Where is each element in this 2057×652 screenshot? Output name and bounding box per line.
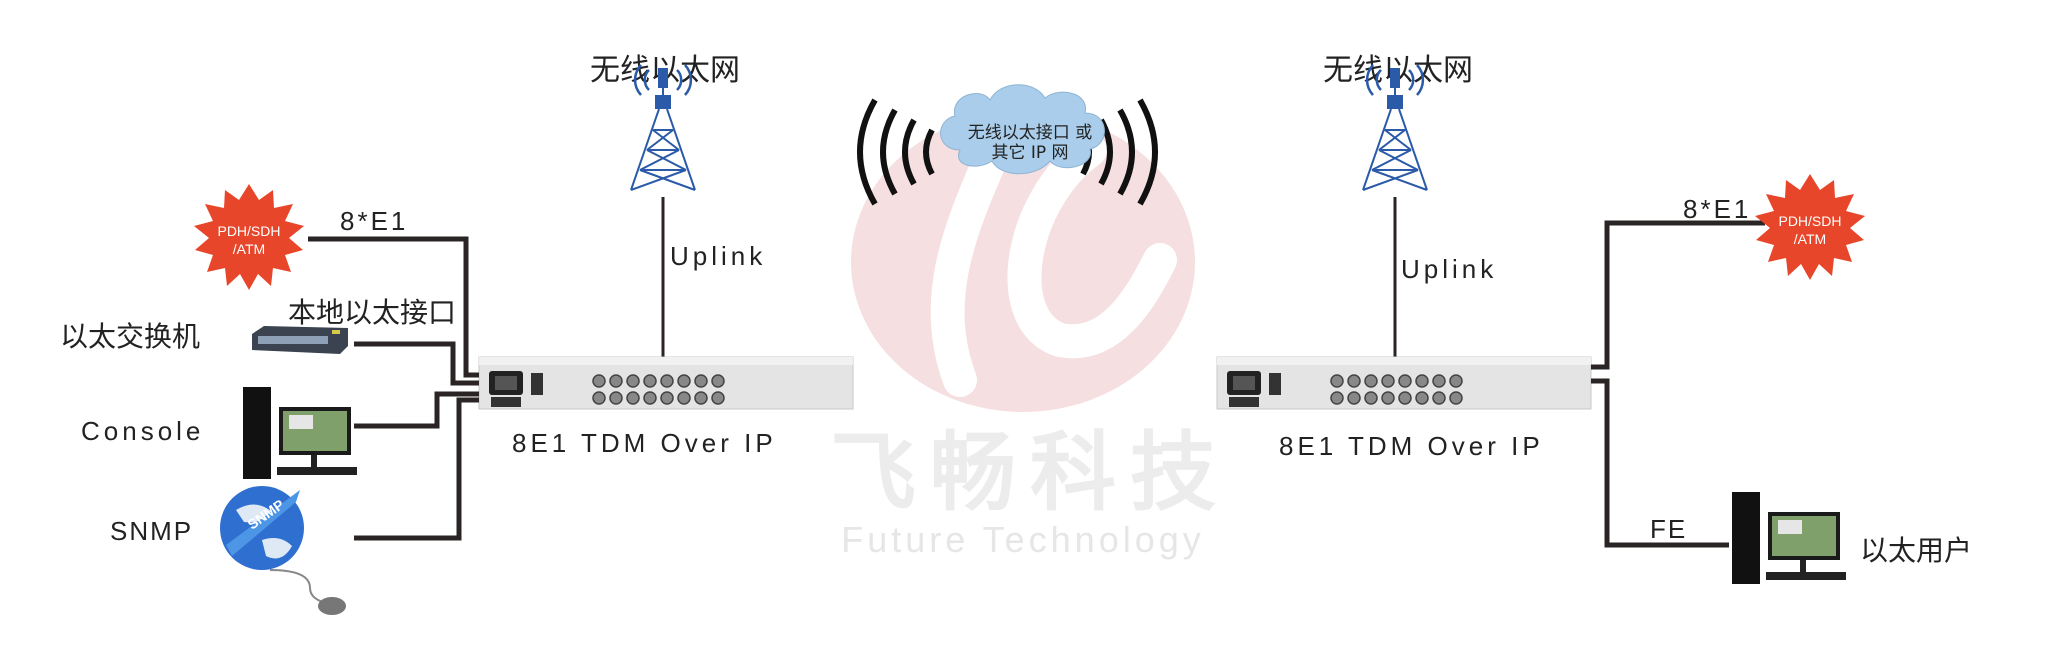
fe-label: FE xyxy=(1650,514,1687,544)
watermark-brand-en: Future Technology xyxy=(841,519,1205,560)
console-computer-icon xyxy=(243,387,357,479)
cloud-label-line1: 无线以太接口 或 xyxy=(968,123,1092,143)
snmp-line xyxy=(354,397,479,541)
switch-line xyxy=(354,341,479,386)
right-uplink-label: Uplink xyxy=(1401,254,1497,284)
cloud-icon xyxy=(940,84,1105,175)
left-e1-label: 8*E1 xyxy=(340,206,408,236)
console-label: Console xyxy=(81,416,204,446)
right-fe-line xyxy=(1591,378,1729,548)
right-pdh-line1: PDH/SDH xyxy=(1778,213,1841,229)
right-e1-line xyxy=(1591,220,1765,370)
cloud-label-line2: 其它 IP 网 xyxy=(991,143,1068,163)
left-pdh-line2: /ATM xyxy=(233,241,265,257)
ethernet-switch-icon xyxy=(252,326,348,354)
watermark-logo xyxy=(851,112,1195,412)
left-e1-line xyxy=(308,236,479,378)
snmp-label: SNMP xyxy=(110,516,193,546)
left-pdh-line1: PDH/SDH xyxy=(217,223,280,239)
console-line xyxy=(354,391,479,429)
right-pdh-line2: /ATM xyxy=(1794,231,1826,247)
left-tdm-over-ip-device xyxy=(478,356,854,410)
snmp-globe-icon xyxy=(220,486,346,615)
ethernet-user-label: 以太用户 xyxy=(1860,534,1972,567)
left-uplink-label: Uplink xyxy=(670,241,766,271)
right-device-label: 8E1 TDM Over IP xyxy=(1279,431,1544,461)
switch-label: 以太交换机 xyxy=(60,320,200,353)
right-e1-label: 8*E1 xyxy=(1683,194,1751,224)
ethernet-user-computer-icon xyxy=(1732,492,1846,584)
left-device-label: 8E1 TDM Over IP xyxy=(512,428,777,458)
right-tdm-over-ip-device xyxy=(1216,356,1592,410)
watermark-brand-cn: 飞畅科技 xyxy=(830,423,1230,523)
local-eth-label: 本地以太接口 xyxy=(288,296,456,329)
